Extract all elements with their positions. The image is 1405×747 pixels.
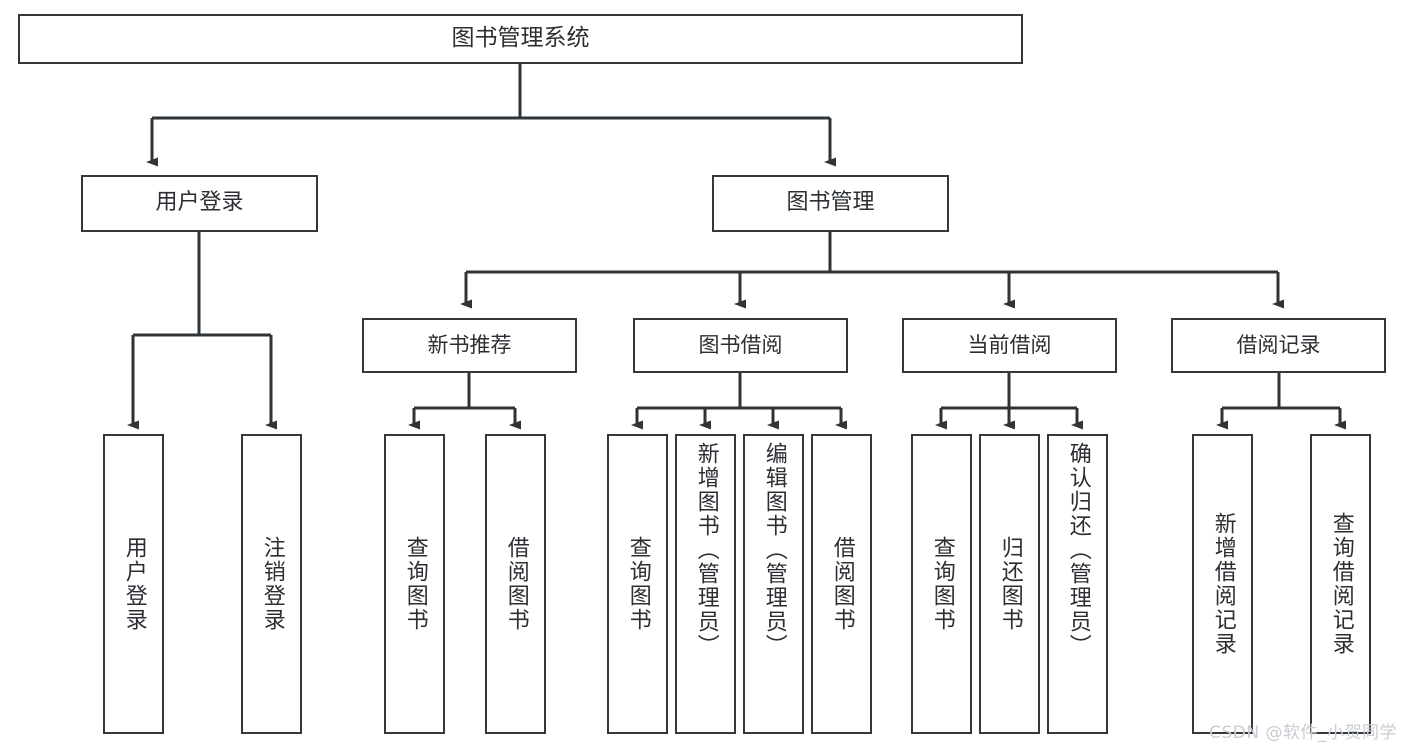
node-label: 查询图书	[625, 536, 651, 632]
node-label: 新增借阅记录	[1210, 512, 1236, 656]
node-root-system[interactable]: 图书管理系统	[18, 14, 1023, 64]
leaf-query-book-borrow[interactable]: 查询图书	[607, 434, 668, 734]
node-label: 当前借阅	[967, 332, 1052, 357]
node-label: 图书管理系统	[451, 25, 590, 52]
node-label: 用户登录	[155, 190, 244, 216]
node-borrow-record[interactable]: 借阅记录	[1171, 318, 1386, 373]
node-label: 确认归还（管理员）	[1065, 442, 1091, 658]
node-label: 查询图书	[402, 536, 428, 632]
watermark-text: CSDN @软件_小贺同学	[1209, 723, 1397, 743]
leaf-logout[interactable]: 注销登录	[241, 434, 302, 734]
leaf-user-login[interactable]: 用户登录	[103, 434, 164, 734]
node-label: 新增图书（管理员）	[693, 442, 719, 658]
node-book-management[interactable]: 图书管理	[712, 175, 949, 232]
node-label: 编辑图书（管理员）	[761, 442, 787, 658]
leaf-query-borrow-record[interactable]: 查询借阅记录	[1310, 434, 1371, 734]
node-label: 查询借阅记录	[1328, 512, 1354, 656]
node-label: 注销登录	[259, 536, 285, 632]
node-book-borrow[interactable]: 图书借阅	[633, 318, 848, 373]
leaf-add-borrow-record[interactable]: 新增借阅记录	[1192, 434, 1253, 734]
node-label: 归还图书	[997, 536, 1023, 632]
leaf-add-book-admin[interactable]: 新增图书（管理员）	[675, 434, 736, 734]
leaf-edit-book-admin[interactable]: 编辑图书（管理员）	[743, 434, 804, 734]
leaf-return-book[interactable]: 归还图书	[979, 434, 1040, 734]
leaf-borrow-book-newbook[interactable]: 借阅图书	[485, 434, 546, 734]
node-new-book-recommend[interactable]: 新书推荐	[362, 318, 577, 373]
node-user-login[interactable]: 用户登录	[81, 175, 318, 232]
node-current-borrow[interactable]: 当前借阅	[902, 318, 1117, 373]
node-label: 用户登录	[121, 536, 147, 632]
node-label: 新书推荐	[427, 332, 512, 357]
leaf-confirm-return-admin[interactable]: 确认归还（管理员）	[1047, 434, 1108, 734]
node-label: 查询图书	[929, 536, 955, 632]
leaf-borrow-book[interactable]: 借阅图书	[811, 434, 872, 734]
node-label: 借阅记录	[1236, 332, 1321, 357]
node-label: 借阅图书	[829, 536, 855, 632]
node-label: 图书借阅	[698, 332, 783, 357]
leaf-query-book-newbook[interactable]: 查询图书	[384, 434, 445, 734]
node-label: 图书管理	[786, 190, 875, 216]
leaf-query-book-current[interactable]: 查询图书	[911, 434, 972, 734]
node-label: 借阅图书	[503, 536, 529, 632]
